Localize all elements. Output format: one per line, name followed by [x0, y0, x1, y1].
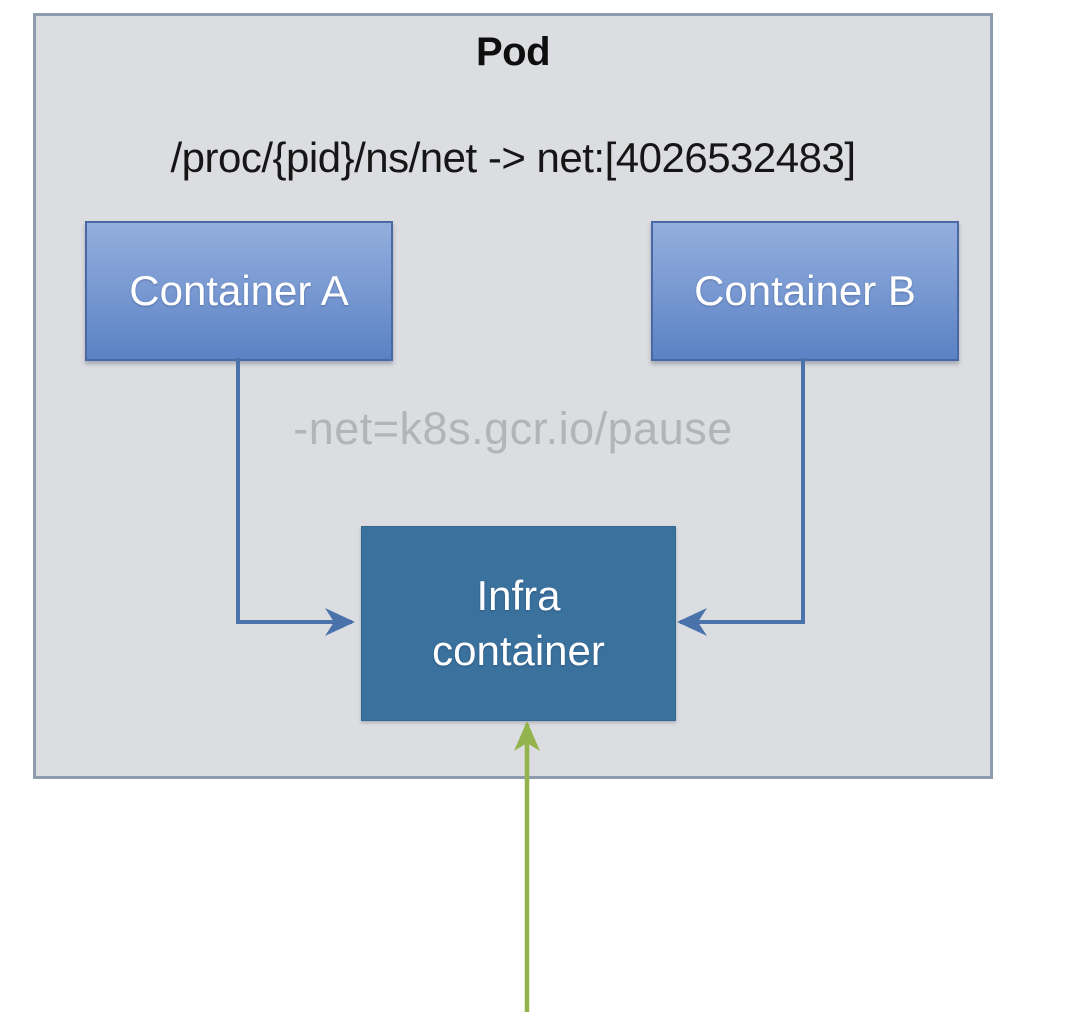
- node-container-b: Container B: [651, 221, 959, 361]
- pause-image-text: -net=k8s.gcr.io/pause: [293, 403, 733, 454]
- container-b-label: Container B: [694, 267, 916, 314]
- pod-title: Pod: [475, 30, 551, 74]
- infra-label-line1: Infra: [476, 571, 561, 619]
- node-container-a: Container A: [85, 221, 393, 361]
- pod-ns-mapping-text: /proc/{pid}/ns/net -> net:[4026532483]: [170, 134, 856, 181]
- container-a-label: Container A: [129, 267, 349, 314]
- infra-label-line2: container: [432, 626, 605, 674]
- pod-box: Pod /proc/{pid}/ns/net -> net:[402653248…: [33, 13, 993, 779]
- node-infra-container: Infra container: [361, 526, 676, 721]
